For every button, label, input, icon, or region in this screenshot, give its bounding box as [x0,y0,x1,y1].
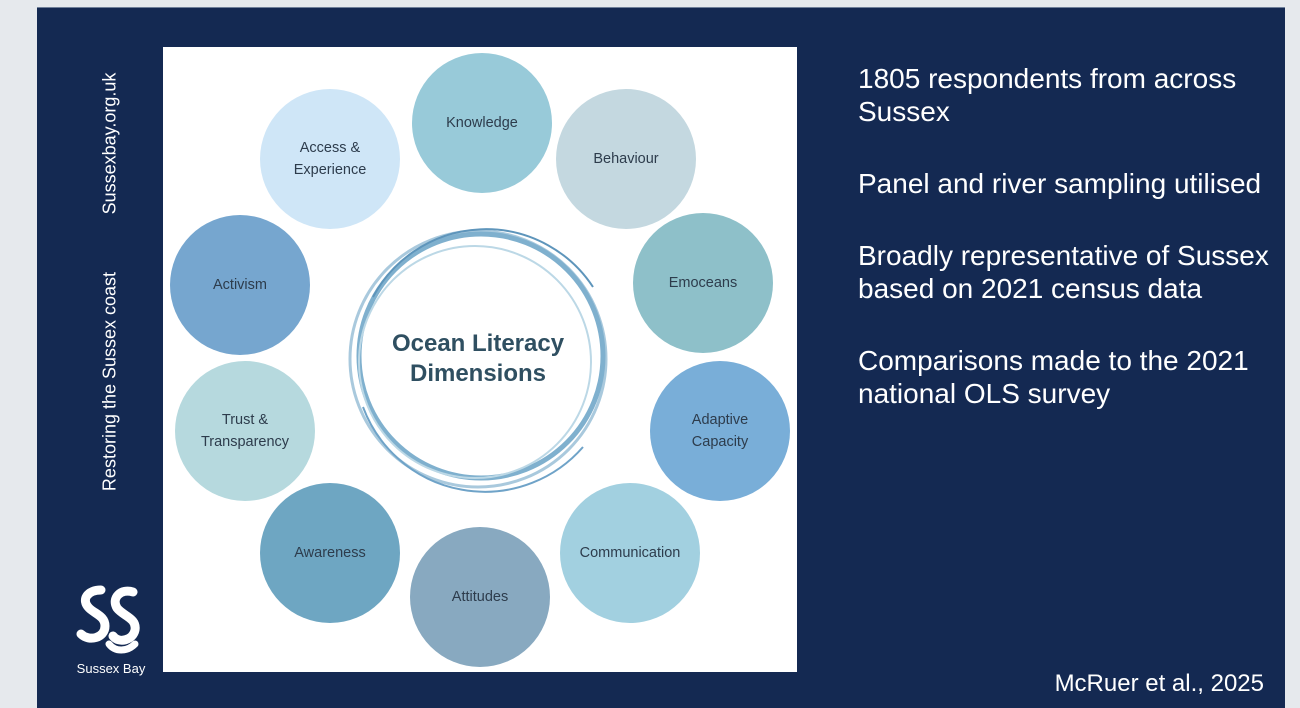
dimension-trust-transparency-line-2: Transparency [200,434,290,450]
dimension-behaviour: Behaviour [556,89,696,229]
dimension-adaptive-capacity-line-2: Capacity [691,434,749,450]
dimension-trust-transparency: Trust & Transparency [175,361,315,501]
dimension-behaviour-label: Behaviour [593,151,659,167]
dimension-adaptive-capacity-line-1: Adaptive [691,412,749,428]
citation: McRuer et al., 2025 [1054,670,1264,697]
diagram-title: Ocean Literacy Dimensions [343,329,613,389]
dimension-communication-label: Communication [579,545,681,561]
dimension-awareness: Awareness [260,483,400,623]
dimension-access-experience-line-2: Experience [293,162,367,178]
dimension-access-experience-line-1: Access & [299,140,361,156]
dimension-trust-transparency-label: Trust & Transparency [201,409,289,453]
logo-text: Sussex Bay [76,661,146,676]
dimension-attitudes-label: Attitudes [451,589,509,605]
dimension-communication: Communication [560,483,700,623]
dimension-emoceans: Emoceans [633,213,773,353]
dimension-knowledge: Knowledge [412,53,552,193]
bullet-representative: Broadly representative of Sussex based o… [858,240,1269,304]
dimension-access-experience-label: Access & Experience [294,137,367,181]
dimension-adaptive-capacity-label: Adaptive Capacity [692,409,748,453]
sussex-bay-logo-icon [76,585,140,654]
bullet-list: 1805 respondents from across Sussex Pane… [858,62,1278,449]
bullet-respondents: 1805 respondents from across Sussex [858,63,1237,127]
dimension-adaptive-capacity: Adaptive Capacity [650,361,790,501]
bullet-comparisons: Comparisons made to the 2021 national OL… [858,345,1249,409]
dimension-access-experience: Access & Experience [260,89,400,229]
dimension-activism: Activism [170,215,310,355]
tagline-text: Restoring the Sussex coast [99,271,120,492]
dimension-awareness-label: Awareness [294,545,366,561]
sussex-bay-logo: Sussex Bay [71,578,151,678]
ocean-literacy-diagram: Knowledge Behaviour Emoceans Adaptive Ca… [163,47,797,672]
dimension-activism-label: Activism [213,277,267,293]
dimension-emoceans-label: Emoceans [668,275,738,291]
diagram-title-line-1: Ocean Literacy [391,330,565,357]
dimension-knowledge-label: Knowledge [446,115,518,131]
diagram-title-line-2: Dimensions [409,360,547,387]
bullet-sampling: Panel and river sampling utilised [858,168,1262,199]
dimension-trust-transparency-line-1: Trust & [221,412,269,428]
center-rings [348,228,608,493]
dimension-attitudes: Attitudes [410,527,550,667]
website-text: Sussexbay.org.uk [99,72,120,215]
